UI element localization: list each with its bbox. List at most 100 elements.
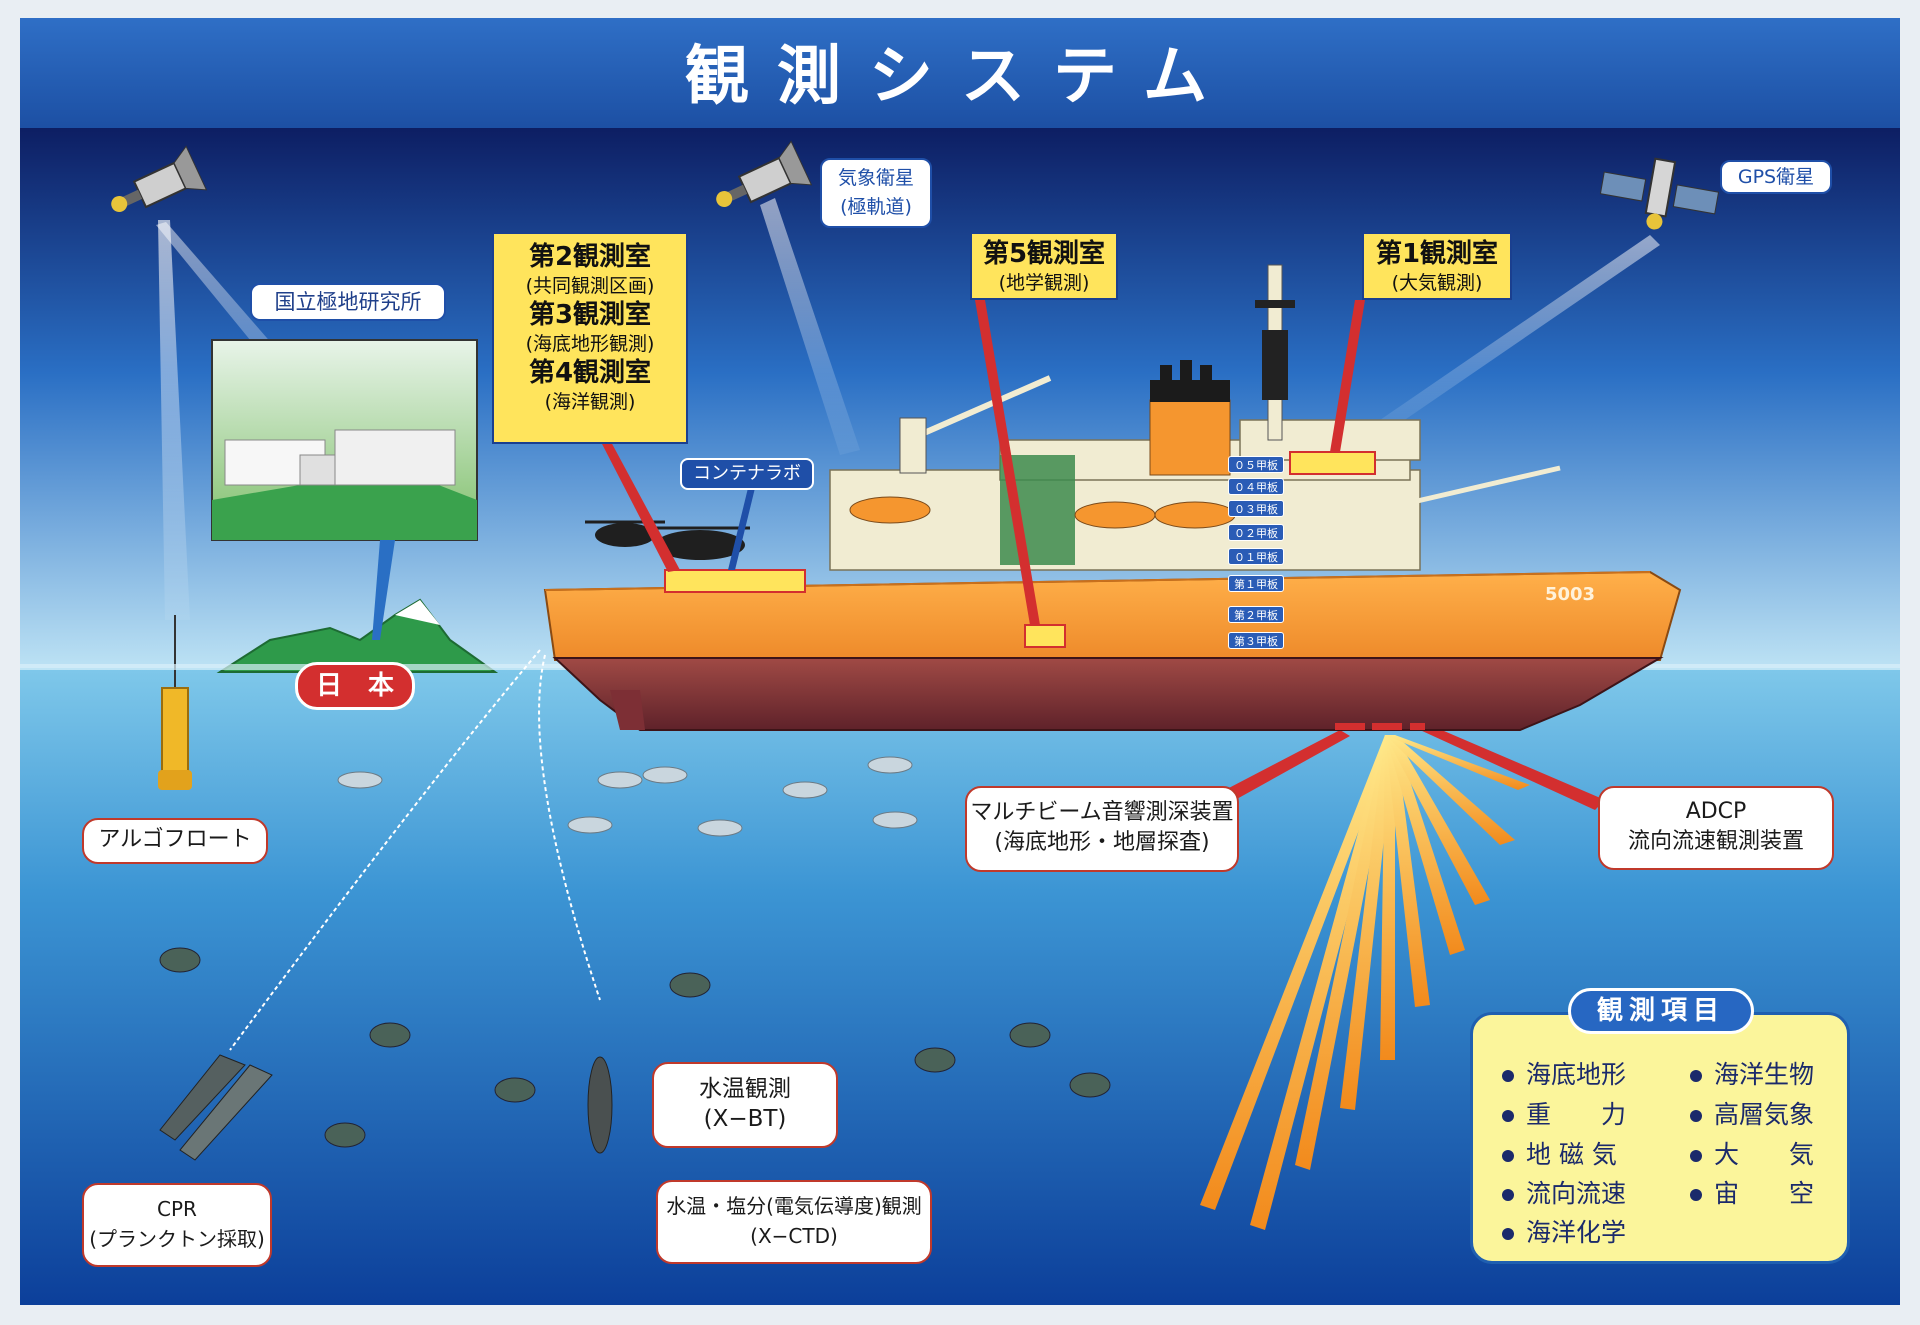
room1-pointer [1330,300,1365,452]
satellite-icon [111,145,208,213]
multibeam-label: マルチビーム音響測深装置 (海底地形・地層探査) [965,786,1239,872]
observation-item: 重 力 [1502,1095,1626,1131]
deck-label: 第１甲板 [1228,575,1284,592]
room3-desc: (海底地形観測) [525,333,655,355]
room1-name: 第1観測室 [1375,239,1499,269]
multibeam-name: マルチビーム音響測深装置 [970,800,1234,825]
room4-name: 第4観測室 [528,358,652,388]
cpr-name: CPR [157,1197,197,1221]
observation-item-label: 重 力 [1526,1100,1627,1129]
deck-label: ０５甲板 [1228,456,1284,473]
adcp-desc: 流向流速観測装置 [1627,829,1804,854]
title-band [20,18,1900,130]
gps-satellite-beam [1380,235,1660,430]
room5-label: 第5観測室 (地学観測) [970,232,1118,300]
observation-item-label: 高層気象 [1714,1100,1815,1129]
xbt-cable [538,654,601,1001]
observation-item-label: 海洋生物 [1714,1060,1815,1089]
observation-item: 宙 空 [1690,1174,1814,1210]
xbt-desc: (X−BT) [703,1106,787,1132]
room5-pointer [975,300,1040,625]
gps-satellite-icon [1599,157,1720,230]
observation-item: 高層気象 [1690,1095,1814,1131]
deck-label: 第３甲板 [1228,632,1284,649]
room3-name: 第3観測室 [528,300,652,330]
institute-pointer [372,540,395,640]
bullet-icon [1502,1228,1514,1240]
room2-desc: (共同観測区画) [525,275,655,297]
weather-satellite-beam [760,198,860,455]
room5-desc: (地学観測) [998,272,1090,294]
room5-name: 第5観測室 [982,239,1106,269]
deck-label: ０３甲板 [1228,500,1284,517]
argo-satellite-link [158,220,190,620]
bullet-icon [1502,1150,1514,1162]
deck-label: 第２甲板 [1228,606,1284,623]
observation-item-label: 宙 空 [1714,1179,1815,1208]
xctd-name: 水温・塩分(電気伝導度)観測 [666,1194,922,1218]
xctd-desc: (X−CTD) [750,1224,838,1248]
japan-island-graphic [216,598,499,673]
xbt-label: 水温観測 (X−BT) [652,1062,838,1148]
cpr-desc: (プランクトン採取) [89,1227,265,1251]
observation-item-label: 海底地形 [1526,1060,1627,1089]
observation-item-label: 海洋化学 [1526,1218,1627,1247]
institute-building-picture [211,339,478,541]
room1-desc: (大気観測) [1391,272,1483,294]
weather-satellite-name: 気象衛星 [837,167,914,189]
multibeam-sonar-beams [1200,735,1530,1230]
page-title: 観測システム [685,40,1235,114]
xbt-name: 水温観測 [699,1076,791,1102]
bullet-icon [1502,1070,1514,1082]
fish-school [337,756,918,837]
adcp-pointer [1420,725,1605,810]
deck-label: ０１甲板 [1228,548,1284,565]
room1-label: 第1観測室 (大気観測) [1362,232,1512,300]
container-lab-label: コンテナラボ [680,458,814,490]
bullet-icon [1690,1150,1702,1162]
observation-item: 海洋化学 [1502,1213,1626,1249]
institute-label: 国立極地研究所 [250,283,446,321]
argo-float-icon [158,687,192,790]
weather-satellite-label: 気象衛星 (極軌道) [820,158,932,228]
xctd-label: 水温・塩分(電気伝導度)観測 (X−CTD) [656,1180,932,1264]
deck-label: ０２甲板 [1228,524,1284,541]
adcp-label: ADCP 流向流速観測装置 [1598,786,1834,870]
room2-name: 第2観測室 [528,242,652,272]
bullet-icon [1690,1070,1702,1082]
multibeam-pointer [1225,730,1350,800]
room4-desc: (海洋観測) [544,391,636,413]
bullet-icon [1502,1189,1514,1201]
observation-item: 地 磁 気 [1502,1135,1617,1171]
gps-satellite-label: GPS衛星 [1720,160,1832,194]
xbt-probe-icon [587,1056,613,1154]
observation-item-label: 地 磁 気 [1526,1140,1617,1169]
weather-satellite-icon [716,140,813,208]
adcp-name: ADCP [1685,799,1747,824]
japan-label: 日 本 [295,662,415,710]
bullet-icon [1502,1110,1514,1122]
observation-item-label: 大 気 [1714,1140,1815,1169]
observation-item: 海底地形 [1502,1055,1626,1091]
argo-float-label: アルゴフロート [82,818,268,864]
observation-item: 流向流速 [1502,1174,1626,1210]
observation-items-title: 観測項目 [1568,988,1754,1034]
bullet-icon [1690,1189,1702,1201]
observation-item: 海洋生物 [1690,1055,1814,1091]
reef-fish [159,947,1111,1148]
multibeam-desc: (海底地形・地層探査) [994,830,1210,855]
hull-number: 5003 [1545,584,1595,605]
rooms-2-3-4-label: 第2観測室 (共同観測区画) 第3観測室 (海底地形観測) 第4観測室 (海洋観… [492,232,688,444]
cpr-label: CPR (プランクトン採取) [82,1183,272,1267]
cpr-tow-cable [229,649,541,1051]
deck-label: ０４甲板 [1228,478,1284,495]
weather-satellite-orbit: (極軌道) [840,196,912,218]
container-lab-pointer [728,488,755,570]
bullet-icon [1690,1110,1702,1122]
cpr-sampler-icon [159,1054,273,1161]
room2-pointer [600,440,680,572]
observation-item-label: 流向流速 [1526,1179,1627,1208]
observation-item: 大 気 [1690,1135,1814,1171]
